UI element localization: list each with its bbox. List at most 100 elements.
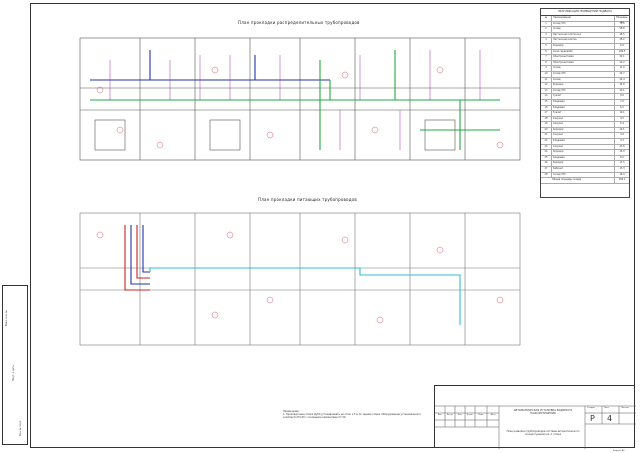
stamp-col-label: Подп. <box>478 414 484 416</box>
table-cell: 6.0 <box>620 43 624 47</box>
table-cell: 5 <box>541 43 552 49</box>
table-cell: 7.0 <box>620 99 624 103</box>
table-cell: Санузел <box>552 133 615 139</box>
top-plan-title: План прокладки распределительных трубопр… <box>238 20 360 25</box>
table-cell: Склад ЧТС <box>552 172 615 178</box>
sprinkler-branches <box>109 50 481 150</box>
table-cell: 8 <box>541 60 552 66</box>
table-title: ЭКСПЛИКАЦИЯ ПОМЕЩЕНИЙ ПОДВАЛА <box>541 9 629 16</box>
table-cell: 5.4 <box>620 122 624 126</box>
table-cell: 15 <box>541 99 552 105</box>
table-cell: 16.9 <box>619 172 625 176</box>
table-cell: Коридор <box>552 150 615 155</box>
table-cell: Кладовая <box>552 139 615 144</box>
title-block-grid <box>435 405 636 449</box>
stamp-org: АВТОМАТИЧЕСКАЯ УСТАНОВКА ВОДЯНОГО ПОЖАРО… <box>513 409 573 415</box>
table-cell: Коридор <box>552 43 615 49</box>
table-cell: 106.5 <box>618 49 626 53</box>
table-cell: Туалет <box>552 94 615 99</box>
table-cell: 4.3 <box>620 139 624 143</box>
table-cell: 71.6 <box>619 21 625 25</box>
col-num: № <box>541 16 552 21</box>
table-cell: 4.9 <box>620 133 624 137</box>
table-cell: 17 <box>541 111 552 116</box>
table-cell: 12.1 <box>619 127 625 131</box>
table-cell: Холл гардероба <box>552 49 615 55</box>
table-cell: 9.6 <box>620 94 624 98</box>
table-cell: 14.9 <box>619 150 625 154</box>
table-cell: Коридор <box>552 127 615 133</box>
table-cell: Склад <box>552 27 615 32</box>
table-cell: Склад <box>552 77 615 83</box>
table-cell: Санузел <box>552 122 615 127</box>
table-cell: 44.8 <box>619 83 625 87</box>
table-cell: 25.7 <box>619 71 625 75</box>
bottom-plan-title: План прокладки питающих трубопроводов <box>258 197 357 202</box>
table-cell: 8.2 <box>620 155 624 159</box>
table-cell: 14 <box>541 94 552 99</box>
table-cell: 9 <box>541 66 552 71</box>
table-cell: 18.5 <box>619 32 625 36</box>
table-cell: 13 <box>541 88 552 94</box>
table-cell: Электрощитовая <box>552 60 615 66</box>
table-cell: 22.1 <box>619 55 625 59</box>
table-cell: 23.6 <box>619 144 625 148</box>
table-cell: 28 <box>541 172 552 178</box>
supply-pipes <box>124 225 461 325</box>
stamp-format: Формат А3 <box>613 450 625 452</box>
stamp-stage: Р <box>590 414 595 423</box>
stamp-col-label: Дата <box>490 414 496 416</box>
table-cell: 20 <box>541 127 552 133</box>
table-cell: Кладовая <box>552 105 615 111</box>
stamp-sheets-label: Листов <box>621 407 629 409</box>
table-cell: 11.0 <box>619 66 625 70</box>
table-cell: 11 <box>541 77 552 83</box>
table-cell: Санузел <box>552 144 615 150</box>
table-cell: Кладовая <box>552 99 615 105</box>
table-cell: 25 <box>541 155 552 161</box>
table-cell: 2 <box>541 27 552 32</box>
table-cell: 21 <box>541 133 552 139</box>
table-cell: Склад <box>552 66 615 71</box>
col-name: Наименование <box>552 16 615 21</box>
table-cell: 16 <box>541 105 552 111</box>
stamp-col-label: Изм. <box>437 414 443 416</box>
table-cell: 27 <box>541 167 552 172</box>
table-total: Общая площадь склада 106.1 <box>541 178 629 184</box>
table-cell: 4 <box>541 38 552 43</box>
table-cell: 22.2 <box>619 60 625 64</box>
bottom-plan-walls <box>79 212 521 346</box>
table-cell: 7 <box>541 55 552 60</box>
table-cell: 4.5 <box>620 116 624 120</box>
stamp-drawing-name: План разводки трубопроводов системы авто… <box>506 430 580 436</box>
drawing-frame <box>30 3 635 448</box>
stamp-col-label: Лист <box>457 414 463 416</box>
table-cell: Лестничная клетка №1 <box>552 32 615 38</box>
top-plan-walls <box>79 37 521 161</box>
table-cell: 15.2 <box>619 38 625 42</box>
table-cell: 3 <box>541 32 552 38</box>
stamp-sheet: 4 <box>607 414 613 423</box>
table-cell: Электрощитовая <box>552 55 615 60</box>
col-area: Площадь, м2 <box>616 16 628 24</box>
